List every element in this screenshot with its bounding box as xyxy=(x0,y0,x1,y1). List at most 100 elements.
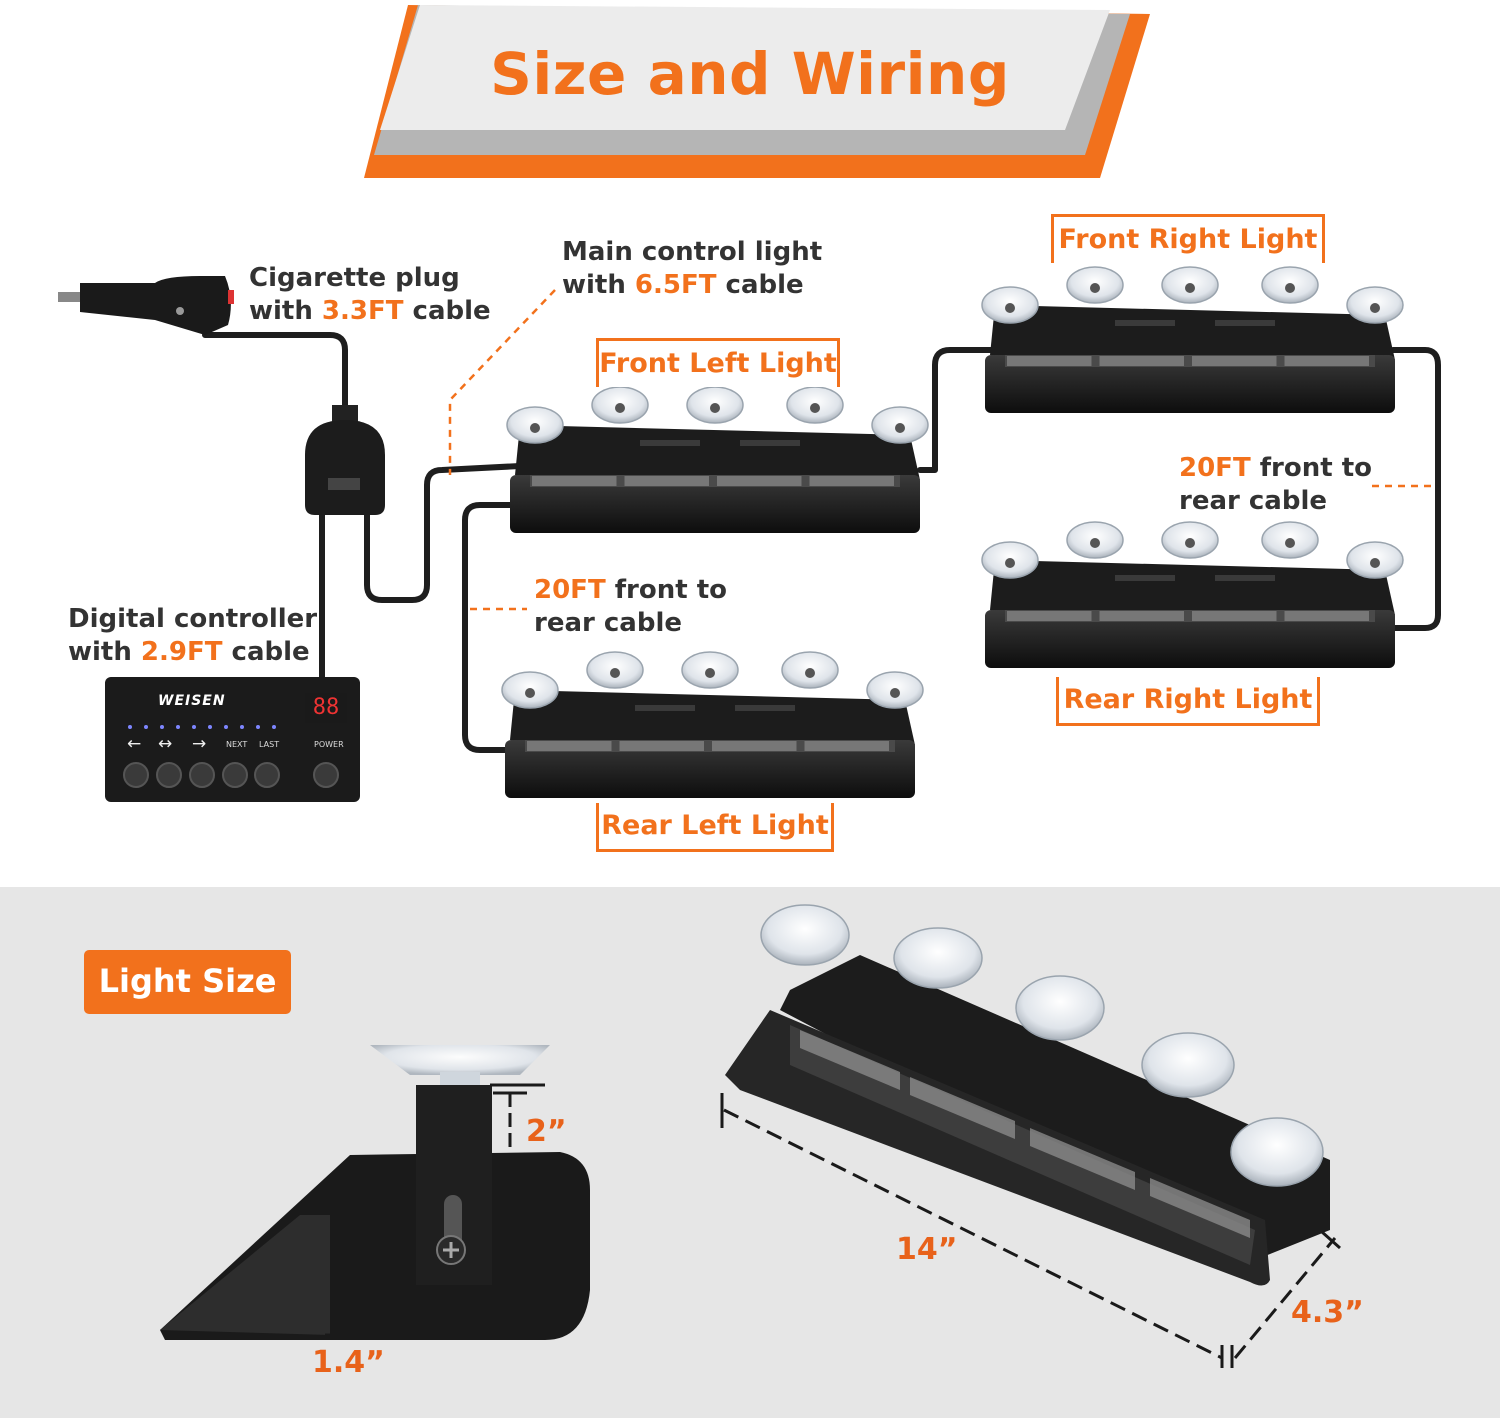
suction-cup-center xyxy=(1090,538,1100,548)
vent-slot xyxy=(735,705,795,711)
led-module xyxy=(1192,611,1277,621)
suction-cup-center xyxy=(805,668,815,678)
suction-cup-center xyxy=(530,423,540,433)
suction-cup-center xyxy=(610,668,620,678)
suction-cup-center xyxy=(1370,558,1380,568)
front-left-light-label: Front Left Light xyxy=(596,338,840,387)
main-control-line2: with 6.5FT cable xyxy=(562,269,822,302)
digital-controller-line2: with 2.9FT cable xyxy=(68,636,317,669)
right-rear-cable-length: 20FT xyxy=(1179,453,1251,483)
vent-slot xyxy=(1215,575,1275,581)
led-module xyxy=(1007,611,1092,621)
right-rear-cable-line1: 20FT front to xyxy=(1179,452,1372,485)
led-module xyxy=(1007,356,1092,366)
led-module xyxy=(1192,356,1277,366)
main-control-pre: with xyxy=(562,270,635,300)
right-rear-cable-line2: rear cable xyxy=(1179,486,1327,516)
left-rear-cable-line1: 20FT front to xyxy=(534,574,727,607)
suction-cups xyxy=(760,904,1324,1187)
suction-cup-center xyxy=(615,403,625,413)
light-bars xyxy=(501,266,1404,798)
led-modules xyxy=(800,1030,1250,1238)
cigarette-plug xyxy=(58,276,234,335)
controller-display: 88 xyxy=(305,693,347,723)
controller-brand-logo: WEISEN xyxy=(158,693,226,709)
main-control-line1: Main control light xyxy=(562,237,823,267)
vent-slot xyxy=(635,705,695,711)
led-module xyxy=(624,476,709,486)
led-module xyxy=(717,476,802,486)
left-rear-cable-text: front to xyxy=(605,575,728,605)
vent-slot xyxy=(1115,320,1175,326)
suction-cup-center xyxy=(1005,558,1015,568)
controller-leds xyxy=(128,725,276,729)
page-title: Size and Wiring xyxy=(490,40,1010,108)
led-module xyxy=(712,741,797,751)
main-control-length: 6.5FT xyxy=(634,270,717,300)
controller-buttons[interactable] xyxy=(123,762,339,788)
suction-cup-center xyxy=(1285,538,1295,548)
digital-controller-pre: with xyxy=(68,637,141,667)
digital-controller-length: 2.9FT xyxy=(140,637,223,667)
length-dimension-line xyxy=(720,1093,1341,1368)
suction-cup-center xyxy=(1005,303,1015,313)
front-left-light-bar xyxy=(506,386,929,533)
led-module xyxy=(619,741,704,751)
right-rear-cable-text: front to xyxy=(1250,453,1373,483)
title-banner xyxy=(364,5,1150,178)
cigarette-plug-pre: with xyxy=(249,296,322,326)
suction-cup-center xyxy=(710,403,720,413)
rear-right-light-label: Rear Right Light xyxy=(1056,677,1320,726)
vent-slot xyxy=(1115,575,1175,581)
main-control-post: cable xyxy=(716,270,804,300)
vent-slot xyxy=(740,440,800,446)
leader-lines xyxy=(448,289,1435,611)
front-right-light-bar xyxy=(981,266,1404,413)
rear-left-light-bar xyxy=(501,651,924,798)
cigarette-plug-line2: with 3.3FT cable xyxy=(249,295,491,328)
left-arrow-icon: ← xyxy=(127,734,142,754)
digital-controller-post: cable xyxy=(222,637,310,667)
cable-splitter xyxy=(305,405,385,515)
rear-left-light-label: Rear Left Light xyxy=(596,803,834,852)
suction-cup-center xyxy=(1285,283,1295,293)
suction-cup-center xyxy=(1185,283,1195,293)
depth-dimension: 4.3” xyxy=(1291,1295,1364,1330)
led-module xyxy=(804,741,889,751)
suction-cup-center xyxy=(895,423,905,433)
cigarette-plug-line1: Cigarette plug xyxy=(249,263,460,293)
suction-cup-center xyxy=(705,668,715,678)
cables xyxy=(202,332,1441,753)
controller-power-label: POWER xyxy=(314,740,344,749)
rear-right-light-bar xyxy=(981,521,1404,668)
left-rear-cable-label: 20FT front to rear cable xyxy=(534,574,727,640)
led-module xyxy=(532,476,617,486)
light-size-badge: Light Size xyxy=(84,950,291,1014)
led-module xyxy=(1099,356,1184,366)
main-control-label: Main control light with 6.5FT cable xyxy=(562,236,822,302)
vent-slot xyxy=(1215,320,1275,326)
suction-cup-center xyxy=(525,688,535,698)
cigarette-plug-label: Cigarette plug with 3.3FT cable xyxy=(249,262,491,328)
perspective-light xyxy=(725,904,1330,1286)
suction-cup-center xyxy=(890,688,900,698)
led-module xyxy=(809,476,894,486)
suction-cup-center xyxy=(1185,538,1195,548)
digital-controller-label: Digital controller with 2.9FT cable xyxy=(68,603,317,669)
length-dimension: 14” xyxy=(896,1232,958,1267)
right-rear-cable-label: 20FT front to rear cable xyxy=(1179,452,1372,518)
left-rear-cable-line2: rear cable xyxy=(534,608,682,638)
height-dimension: 2” xyxy=(526,1114,567,1149)
suction-cup-center xyxy=(1090,283,1100,293)
height-dimension-line xyxy=(325,1083,545,1337)
left-right-arrow-icon: ↔ xyxy=(158,734,173,754)
led-module xyxy=(1284,611,1369,621)
led-module xyxy=(527,741,612,751)
suction-cup-center xyxy=(1370,303,1380,313)
led-module xyxy=(1284,356,1369,366)
cigarette-plug-post: cable xyxy=(403,296,491,326)
left-rear-cable-length: 20FT xyxy=(534,575,606,605)
side-view-light xyxy=(160,1045,590,1340)
digital-controller-line1: Digital controller xyxy=(68,604,318,634)
controller-next-label: NEXT xyxy=(226,740,248,749)
